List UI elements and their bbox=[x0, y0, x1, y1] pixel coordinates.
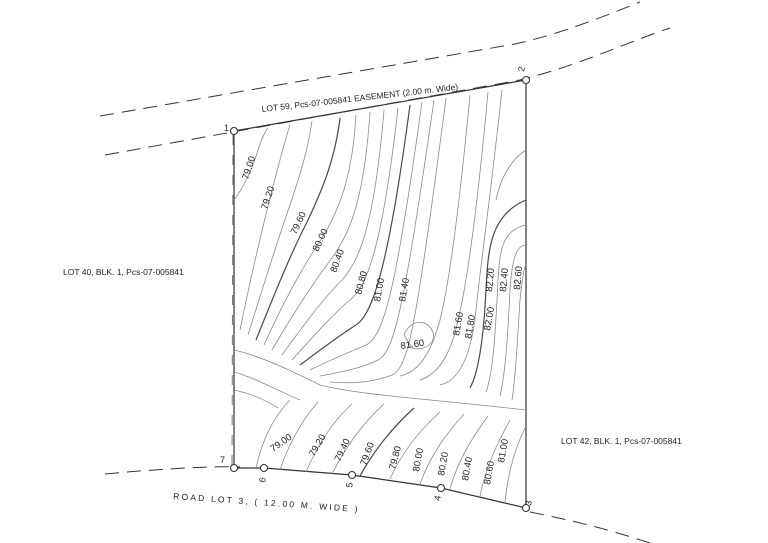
corner-marker-6 bbox=[259, 463, 269, 473]
corner-label-7: 7 bbox=[220, 455, 225, 465]
contour-label: 79.00 bbox=[268, 432, 294, 455]
contour-lines bbox=[233, 89, 527, 504]
contour-label: 79.00 bbox=[240, 155, 258, 181]
corner-label-4: 4 bbox=[432, 495, 443, 502]
lot-boundary bbox=[233, 79, 527, 509]
easement-line-upper bbox=[99, 1, 641, 117]
contour-label: 82.40 bbox=[498, 268, 511, 293]
contour-labels-lower: 79.00 79.20 79.40 79.60 79.80 80.00 80.2… bbox=[268, 432, 511, 486]
road-line-upper bbox=[104, 466, 241, 475]
label-right-lot: LOT 42, BLK. 1, Pcs-07-005841 bbox=[561, 436, 682, 446]
contour-label: 81.00 bbox=[496, 438, 511, 463]
contour-label: 80.20 bbox=[436, 451, 451, 476]
contour-label: 80.60 bbox=[482, 460, 497, 485]
corner-label-2: 2 bbox=[516, 66, 527, 73]
corner-label-6: 6 bbox=[257, 477, 268, 484]
corner-label-3: 3 bbox=[523, 500, 534, 507]
corner-marker-4 bbox=[436, 483, 446, 493]
contour-label: 80.00 bbox=[411, 447, 426, 472]
corner-marker-1 bbox=[229, 126, 239, 136]
corner-marker-2 bbox=[521, 75, 531, 85]
contour-label: 80.40 bbox=[328, 248, 346, 274]
contour-label: 79.60 bbox=[358, 441, 376, 467]
contour-label: 80.40 bbox=[460, 456, 475, 481]
label-left-lot: LOT 40, BLK. 1, Pcs-07-005841 bbox=[63, 267, 184, 277]
corner-marker-3 bbox=[521, 503, 531, 513]
contour-label: 82.00 bbox=[482, 306, 497, 331]
contour-label: 79.40 bbox=[333, 437, 353, 463]
corner-label-5: 5 bbox=[344, 482, 355, 489]
corner-marker-7 bbox=[229, 463, 239, 473]
contour-label: 81.60 bbox=[400, 338, 425, 352]
contour-label: 81.80 bbox=[463, 314, 478, 339]
road-line-lower bbox=[529, 511, 651, 543]
contour-label: 82.20 bbox=[484, 268, 497, 293]
contour-label: 82.60 bbox=[512, 266, 525, 291]
lot-left-dash bbox=[231, 134, 234, 471]
contour-label: 80.80 bbox=[353, 270, 370, 296]
contour-label: 81.00 bbox=[372, 277, 387, 302]
corner-marker-5 bbox=[347, 470, 357, 480]
contour-label: 81.60 bbox=[451, 311, 466, 336]
contour-label: 79.20 bbox=[259, 185, 277, 211]
corner-label-1: 1 bbox=[224, 123, 229, 133]
contour-label: 80.00 bbox=[311, 227, 331, 253]
contour-label: 79.20 bbox=[307, 432, 328, 458]
label-road: ROAD LOT 3, ( 12.00 M. WIDE ) bbox=[173, 491, 360, 514]
contour-label: 81.40 bbox=[397, 277, 412, 302]
